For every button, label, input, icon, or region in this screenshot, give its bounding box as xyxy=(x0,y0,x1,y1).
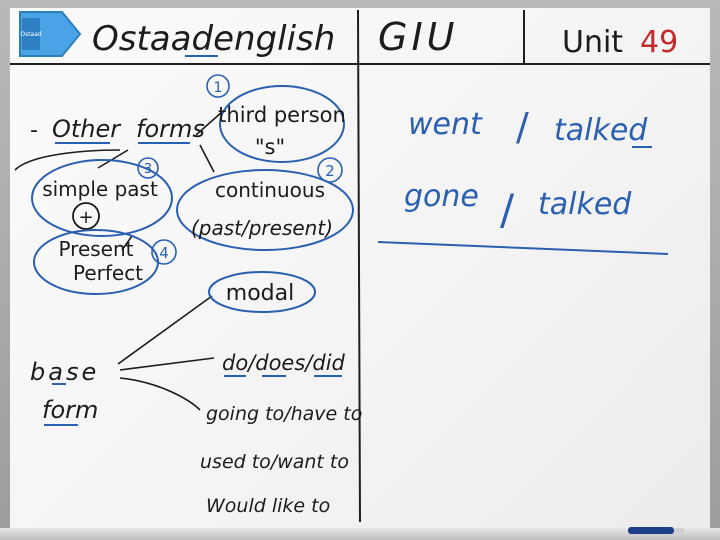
example-would-like-to: Would like to xyxy=(206,495,330,517)
node-1-line-1: third person xyxy=(218,103,346,127)
modal-circle xyxy=(208,271,316,313)
example-used-to-want-to: used to/want to xyxy=(200,451,349,473)
base-label: base xyxy=(30,358,99,386)
node-1-circle xyxy=(219,85,345,163)
row-2-right: talked xyxy=(538,187,632,222)
row-1-left: went xyxy=(408,107,483,142)
example-do-does-did: do/does/did xyxy=(222,351,346,375)
node-1-number-circle xyxy=(206,74,230,98)
plus-circle-icon xyxy=(72,202,100,230)
node-2-line-2: (past/present) xyxy=(191,216,333,240)
row-1-separator: / xyxy=(516,105,529,149)
section-title: GIU xyxy=(378,15,458,59)
node-2-circle xyxy=(176,169,354,251)
row-1-right: talked xyxy=(554,113,648,148)
dash: - xyxy=(30,118,38,143)
unit-number: 49 xyxy=(640,25,678,60)
form-label: form xyxy=(42,396,98,424)
vertical-divider xyxy=(357,9,361,523)
row-2-separator: / xyxy=(500,185,515,234)
connector-lines xyxy=(14,111,223,411)
node-3-line-1: simple past xyxy=(42,177,158,201)
node-1-line-2: "s" xyxy=(255,135,285,159)
node-4-line-1: Present xyxy=(58,237,133,261)
row-2-left: gone xyxy=(404,179,479,214)
example-modal: modal xyxy=(226,281,294,306)
node-4-number: 4 xyxy=(159,244,169,262)
node-2-number: 2 xyxy=(325,162,335,180)
node-3-number: 3 xyxy=(144,162,152,177)
example-going-to-have-to: going to/have to xyxy=(206,403,362,425)
brand-title: Ostaadenglish xyxy=(92,19,335,59)
eraser-icon: Ostaad xyxy=(19,11,82,57)
unit-label: Unit xyxy=(562,25,623,60)
node-2-number-circle xyxy=(317,157,343,183)
forms-label: forms xyxy=(136,115,205,143)
node-3-number-circle xyxy=(137,157,159,179)
eraser-label: Ostaad xyxy=(20,31,42,38)
node-3-line-2: + xyxy=(78,207,93,228)
other-label: Other xyxy=(52,115,122,143)
right-underline xyxy=(377,241,669,255)
node-4-line-2: Perfect xyxy=(73,261,143,285)
node-2-line-1: continuous xyxy=(215,178,325,202)
marker-tray xyxy=(0,528,720,540)
node-1-number: 1 xyxy=(214,80,223,96)
node-4-number-circle xyxy=(151,239,177,265)
blue-marker-icon xyxy=(628,527,684,534)
node-3-circle xyxy=(31,159,173,237)
